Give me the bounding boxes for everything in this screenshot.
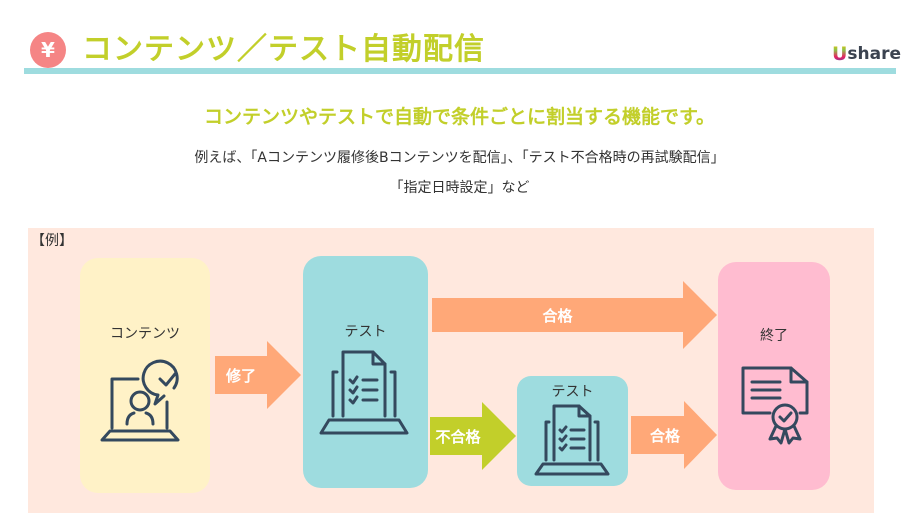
feature-headline: コンテンツやテストで自動で条件ごとに割当する機能です。: [203, 106, 716, 128]
complete-arrow-label: 修了: [225, 366, 256, 385]
content-node: コンテンツ: [80, 258, 210, 493]
feature-description-line1: 例えば、「Aコンテンツ履修後Bコンテンツを配信」、「テスト不合格時の再試験配信」: [194, 150, 725, 166]
fail-arrow: [430, 402, 516, 470]
retest-node-label: テスト: [551, 384, 594, 400]
pass-arrow-top: [432, 281, 717, 349]
page-title: コンテンツ／テスト自動配信: [82, 32, 485, 67]
pass-arrow-bottom: [631, 401, 717, 469]
pass-arrow-top-label: 合格: [542, 306, 573, 325]
content-node-label: コンテンツ: [110, 326, 180, 342]
example-label: 【例】: [31, 233, 73, 249]
certificate-icon: [741, 366, 809, 445]
end-node: 終了: [718, 262, 830, 490]
test-node: テスト: [303, 256, 428, 488]
laptop-checklist-icon-small: [534, 404, 610, 476]
yen-icon: ¥: [30, 32, 66, 68]
laptop-checklist-icon: [319, 350, 409, 435]
title-underline: [24, 68, 896, 74]
logo-u: U: [831, 43, 848, 65]
fail-arrow-label: 不合格: [435, 427, 481, 446]
pass-arrow-bottom-label: 合格: [649, 426, 680, 445]
laptop-user-check-icon: [100, 359, 180, 442]
feature-description-line2: 「指定日時設定」など: [389, 180, 530, 196]
logo-text: share: [847, 44, 901, 64]
complete-arrow: [215, 341, 301, 409]
end-node-label: 終了: [760, 328, 788, 344]
test-node-label: テスト: [344, 324, 387, 340]
